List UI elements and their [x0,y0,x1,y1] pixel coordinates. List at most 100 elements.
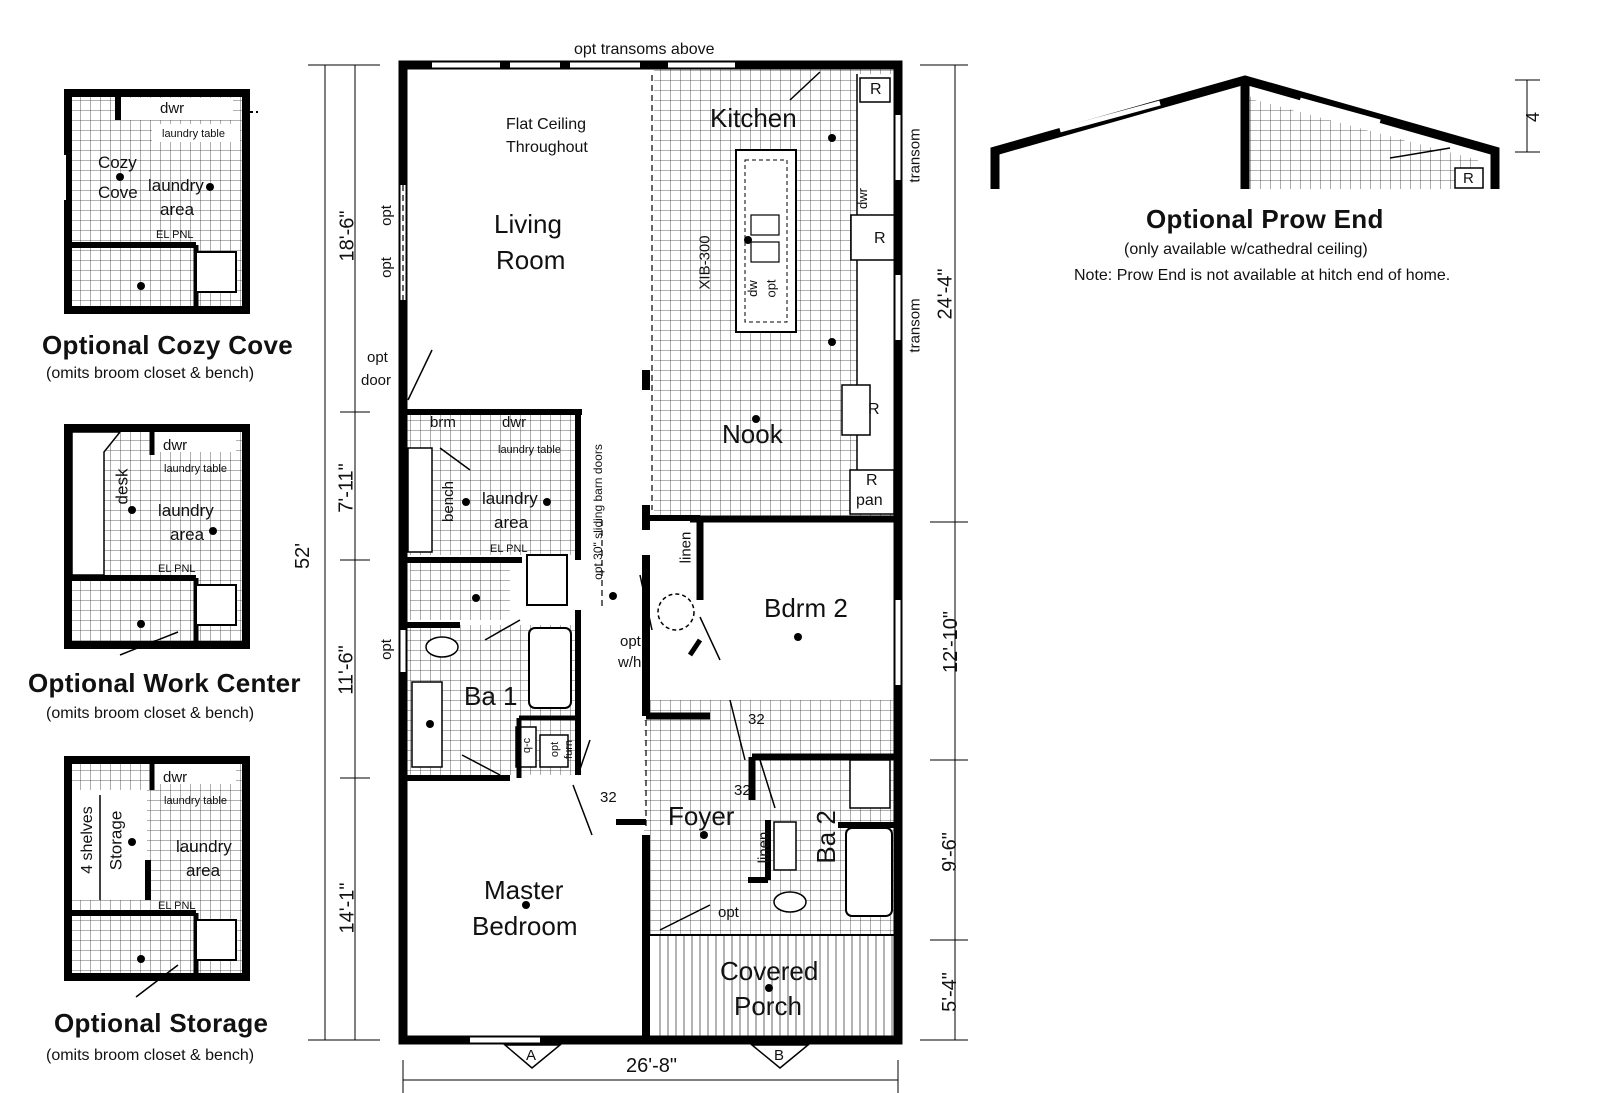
master-bedroom-label-1: Master [484,875,564,905]
door-width-32-a: 32 [600,789,617,806]
transom-label-2: transom [906,298,924,353]
prow-end-note2: Note: Prow End is not available at hitch… [1074,267,1451,284]
ba1-label: Ba 1 [464,681,518,711]
work-center-inset [64,424,250,656]
dimension-right-3: 9'-6" [938,832,961,872]
cozy-label: Cozy [98,153,137,172]
opt-porch-door-label: opt [718,904,739,921]
door-width-32-c: 32 [734,782,751,799]
room-dot [128,506,136,514]
transom-label-1: transom [906,128,924,183]
room-dot [828,338,836,346]
cozy-cove-subtitle: (omits broom closet & bench) [46,365,255,382]
laundry-table-label: laundry table [498,444,561,456]
cozy-area-label: area [160,200,195,219]
room-dot [137,282,145,290]
elevation-marker-a: A [526,1047,537,1064]
room-dot [744,236,752,244]
cove-label: Cove [98,183,138,202]
dimension-right-4: 5'-4" [938,972,961,1012]
prow-end-note1: (only available w/cathedral ceiling) [1124,241,1368,258]
work-desk-label: desk [112,468,132,505]
door-width-32-b: 32 [748,711,765,728]
drawer-label: dwr [502,414,527,431]
room-dot [765,984,773,992]
kitchen-label: Kitchen [710,103,797,133]
linen-closet-label-2: linen [755,831,773,864]
room-dot [522,901,530,909]
work-el-pnl-label: EL PNL [158,563,196,575]
storage-dwr-label: dwr [163,769,188,786]
prow-end-pitch: 4 [1523,111,1544,123]
cozy-el-pnl-label: EL PNL [156,229,194,241]
opt-window-label-1: opt [377,205,395,226]
barn-doors-label: opt 30" sliding barn doors [590,444,605,580]
room-dot [700,831,708,839]
ceiling-note-1: Flat Ceiling [506,116,587,133]
fridge-label-1: R [870,81,882,98]
dimension-right-1: 24'-4" [934,268,957,320]
ceiling-note-2: Throughout [506,139,588,156]
cozy-laundry-table-label: laundry table [162,128,225,140]
storage-area-label: area [186,861,221,880]
room-dot [116,173,124,181]
room-dot [543,498,551,506]
room-dot [137,955,145,963]
storage-shelves-label: 4 shelves [78,806,96,874]
room-dot [609,592,617,600]
dimension-left-3: 11'-6" [335,645,358,695]
work-center-subtitle: (omits broom closet & bench) [46,705,255,722]
room-dot [752,415,760,423]
bdrm2-label: Bdrm 2 [764,593,848,623]
qc-label: q-c [521,737,534,754]
range-label: R [874,230,886,247]
island-model-label: XIB-300 [696,235,714,290]
room-dot [209,527,217,535]
storage-laundry-label: laundry [176,837,232,856]
ba2-label: Ba 2 [810,810,841,864]
elevation-marker-b: B [774,1047,785,1064]
opt-furn-label-1: opt [549,741,562,758]
linen-closet-label-1: linen [677,531,695,564]
room-dot [137,620,145,628]
opt-ba1-window-label: opt [377,639,395,660]
opt-wh-label-2: w/h [618,654,642,671]
covered-porch-label-1: Covered [720,956,819,986]
storage-laundry-table-label: laundry table [164,795,227,807]
opt-door-label-1: opt [367,349,388,366]
bench-label: bench [439,481,457,522]
cozy-cove-title: Optional Cozy Cove [42,330,293,360]
room-dot [426,720,434,728]
room-dot [128,838,136,846]
dimension-left-2: 7'-11" [335,463,358,513]
prow-end-drawing [990,75,1540,189]
opt-dishwasher-label: opt [763,279,779,298]
pantry-label: pan [856,492,883,509]
dimension-left-4: 14'-1" [336,882,359,934]
storage-title: Optional Storage [54,1008,269,1038]
work-center-title: Optional Work Center [28,668,301,698]
dimension-left-1: 18'-6" [336,210,359,262]
room-dot [472,594,480,602]
opt-door-label-2: door [361,372,392,389]
pantry-r-label: R [866,472,878,489]
laundry-label: laundry [482,489,538,508]
dimension-width: 26'-8" [622,1056,681,1076]
opt-furn-label-2: furn [562,740,575,759]
room-dot [794,633,802,641]
living-room-label-1: Living [494,209,562,239]
work-laundry-label: laundry [158,501,214,520]
prow-end-title: Optional Prow End [1146,204,1384,234]
opt-wh-label-1: opt [620,633,641,650]
foyer-label: Foyer [668,801,735,831]
opt-transoms-note: opt transoms above [574,41,715,58]
dimension-total-length: 52' [292,542,315,570]
storage-el-pnl-label: EL PNL [158,900,196,912]
main-plan [308,60,968,1093]
work-dwr-label: dwr [163,437,188,454]
room-dot [828,134,836,142]
storage-subtitle: (omits broom closet & bench) [46,1047,255,1064]
cozy-laundry-label: laundry [148,176,204,195]
cozy-dwr-label: dwr [160,100,185,117]
